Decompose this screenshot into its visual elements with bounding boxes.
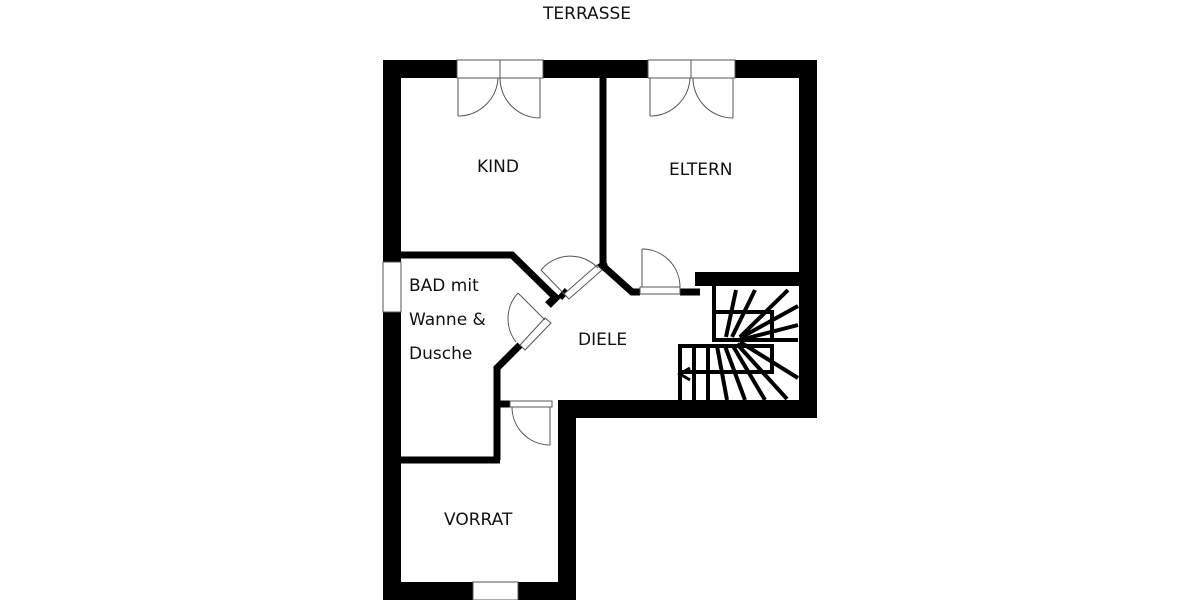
room-label-eltern: ELTERN [669,160,733,180]
door-eltern-terrace [649,77,734,119]
outer-walls [383,60,817,600]
room-label-bad-line-1: BAD mit [409,276,479,296]
room-label-kind: KIND [477,157,519,177]
door-kind-terrace [457,77,541,119]
door-kind [540,255,603,300]
room-label-diele: DIELE [578,330,628,350]
windows [382,59,736,600]
doors [457,77,734,446]
door-vorrat [509,400,553,446]
door-eltern [639,248,681,295]
staircase [677,286,800,402]
room-label-bad-line-3: Dusche [409,344,473,364]
room-label-vorrat: VORRAT [444,510,513,530]
room-label-bad-line-2: Wanne & [409,310,486,330]
room-label-bad: BAD mit Wanne & Dusche [409,269,486,371]
window-bad [382,261,402,313]
door-bad [507,292,552,351]
window-vorrat [472,581,519,600]
terrace-label: TERRASSE [543,4,632,24]
interior-walls [401,78,799,464]
